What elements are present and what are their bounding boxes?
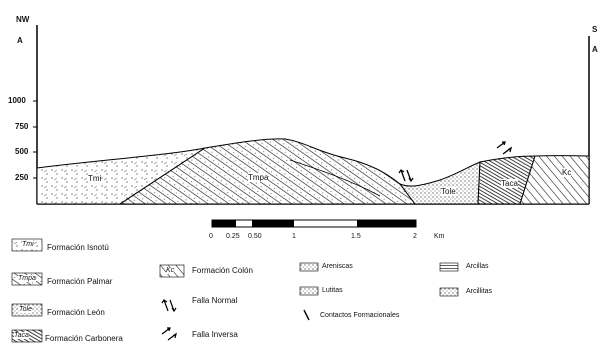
legend-label-arcillitas: Arcillitas bbox=[466, 288, 493, 295]
scale-tick-1: 1 bbox=[292, 233, 296, 240]
formation-kc-unit bbox=[519, 155, 590, 205]
section-label-tmi: Tmi bbox=[88, 174, 102, 183]
legend-label-colon: Formación Colón bbox=[192, 266, 253, 275]
legend-code-tmpa: Tmpa bbox=[18, 275, 36, 282]
legend-label-leon: Formación León bbox=[47, 308, 105, 317]
contact-icon bbox=[303, 309, 310, 321]
legend-swatch-arcillitas bbox=[439, 287, 459, 297]
legend-label-palmar: Formación Palmar bbox=[47, 277, 113, 286]
legend-code-tmi: Tmi bbox=[22, 241, 34, 248]
direction-left-label: NW bbox=[16, 15, 30, 24]
formation-tole-unit bbox=[398, 161, 481, 205]
legend-label-lutitas: Lutitas bbox=[322, 287, 343, 294]
scale-tick-0-50: 0.50 bbox=[248, 233, 262, 240]
section-label-tmpa: Tmpa bbox=[248, 173, 269, 182]
legend-label-areniscas: Areniscas bbox=[322, 263, 353, 270]
elevation-label-1000: 1000 bbox=[8, 96, 26, 105]
legend-code-kc: Kc bbox=[166, 267, 175, 274]
scale-tick-2: 2 bbox=[413, 233, 417, 240]
legend-swatch-lutitas bbox=[299, 286, 319, 296]
scale-tick-1-5: 1.5 bbox=[351, 233, 361, 240]
legend-label-contactos: Contactos Formacionales bbox=[320, 312, 400, 319]
direction-right-label: S bbox=[592, 25, 598, 34]
legend-swatch-arcillas bbox=[439, 262, 459, 272]
legend-code-tole: Tole bbox=[19, 306, 32, 313]
point-right-label: A bbox=[592, 45, 598, 54]
scale-tick-0-25: 0.25 bbox=[226, 233, 240, 240]
elevation-label-750: 750 bbox=[15, 122, 29, 131]
legend-label-falla-inversa: Falla Inversa bbox=[192, 330, 238, 339]
internal-contact-line bbox=[289, 159, 381, 197]
normal-fault-icon bbox=[161, 299, 177, 313]
reverse-fault-symbol bbox=[496, 141, 513, 155]
legend-label-carbonera: Formación Carbonera bbox=[45, 334, 123, 343]
scale-bar bbox=[211, 219, 417, 228]
elevation-label-500: 500 bbox=[15, 147, 29, 156]
scale-tick-0: 0 bbox=[209, 233, 213, 240]
reverse-fault-icon bbox=[161, 327, 177, 341]
section-label-kc: Kc bbox=[562, 168, 572, 177]
legend-code-taca: Taca bbox=[14, 332, 29, 339]
point-left-label: A bbox=[17, 36, 23, 45]
legend-swatch-areniscas bbox=[299, 262, 319, 272]
legend-label-arcillas: Arcillas bbox=[466, 263, 489, 270]
legend-label-falla-normal: Falla Normal bbox=[192, 296, 238, 305]
normal-fault-symbol bbox=[398, 169, 414, 183]
section-label-tole: Tole bbox=[441, 187, 456, 196]
elevation-label-250: 250 bbox=[15, 173, 29, 182]
legend-label-isnotu: Formación Isnotú bbox=[47, 243, 109, 252]
section-label-taca: Taca bbox=[501, 179, 518, 188]
scale-unit: Km bbox=[434, 233, 445, 240]
formation-tmpa-unit bbox=[118, 138, 416, 205]
